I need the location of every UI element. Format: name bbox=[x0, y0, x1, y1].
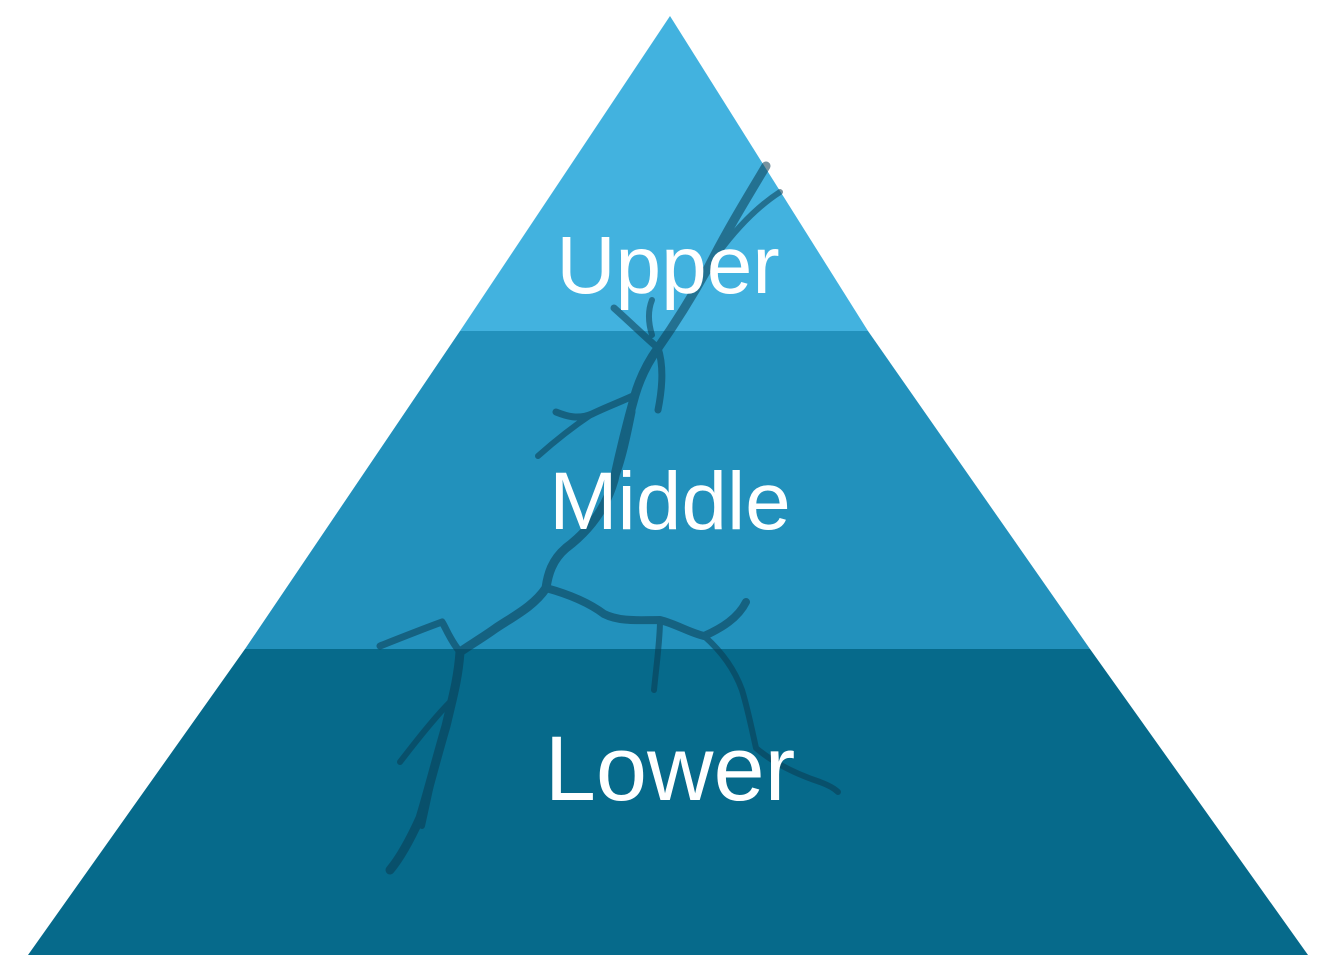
tier-upper-band bbox=[460, 16, 868, 331]
tier-middle-band bbox=[245, 331, 1090, 649]
tier-middle-label: Middle bbox=[549, 456, 791, 547]
crack-decoration bbox=[376, 161, 841, 875]
tier-lower-band bbox=[28, 649, 1308, 955]
tier-lower-label: Lower bbox=[545, 718, 796, 820]
tier-upper-label: Upper bbox=[556, 220, 779, 311]
